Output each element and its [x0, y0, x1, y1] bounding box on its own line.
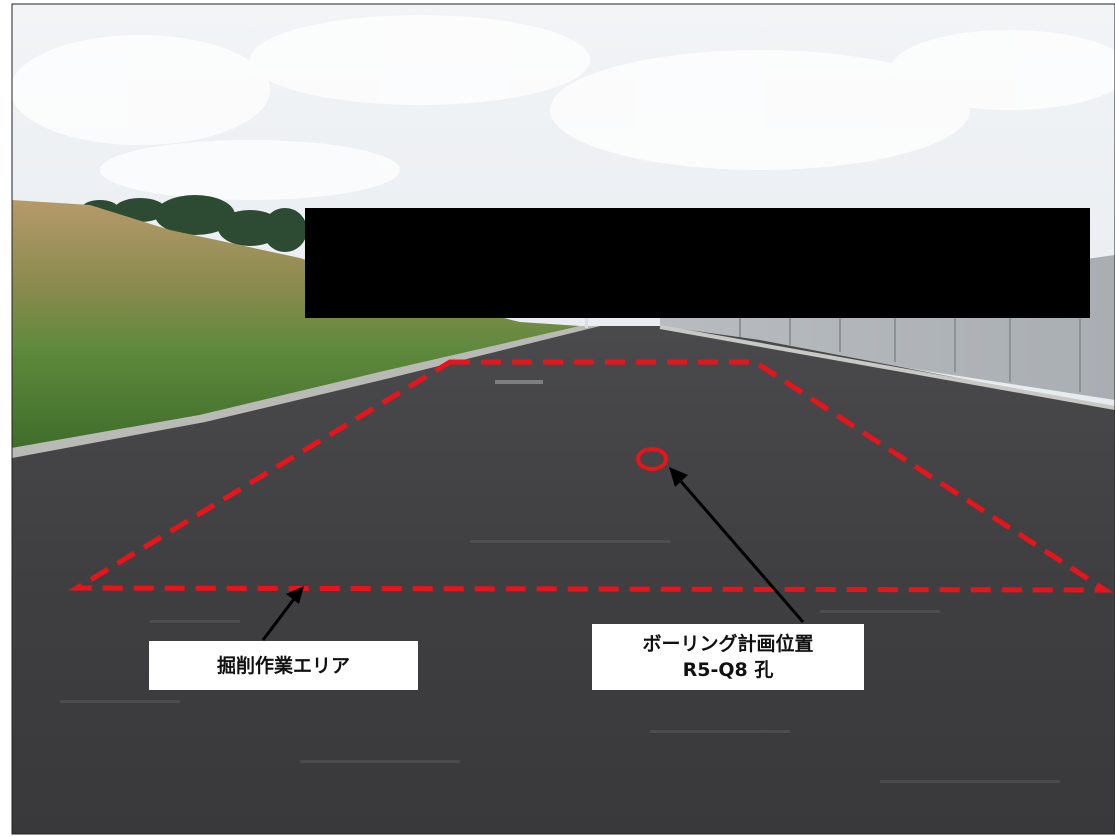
asphalt-texture: [60, 540, 1060, 783]
grass-embankment: [12, 200, 580, 448]
excavation-area-arrow: [261, 586, 304, 641]
boring-position-label: ボーリング計画位置 R5-Q8 孔: [592, 624, 864, 690]
trees: [82, 195, 307, 252]
curb: [12, 326, 600, 458]
boring-label-line2: R5-Q8 孔: [682, 659, 774, 681]
excavation-area-label: 掘削作業エリア: [149, 641, 418, 690]
boring-position-arrow: [669, 467, 805, 623]
right-curb: [659, 325, 1115, 410]
road-marking: [495, 380, 543, 384]
clouds: [10, 15, 1115, 200]
boring-position-marker: [636, 447, 668, 471]
redaction-box: [305, 208, 1090, 318]
asphalt-ground: [12, 326, 1115, 834]
distant-pole: [585, 318, 588, 328]
excavation-area-text: 掘削作業エリア: [216, 654, 350, 677]
boring-label-line1: ボーリング計画位置: [642, 633, 814, 655]
excavation-area-outline: [68, 359, 1114, 593]
